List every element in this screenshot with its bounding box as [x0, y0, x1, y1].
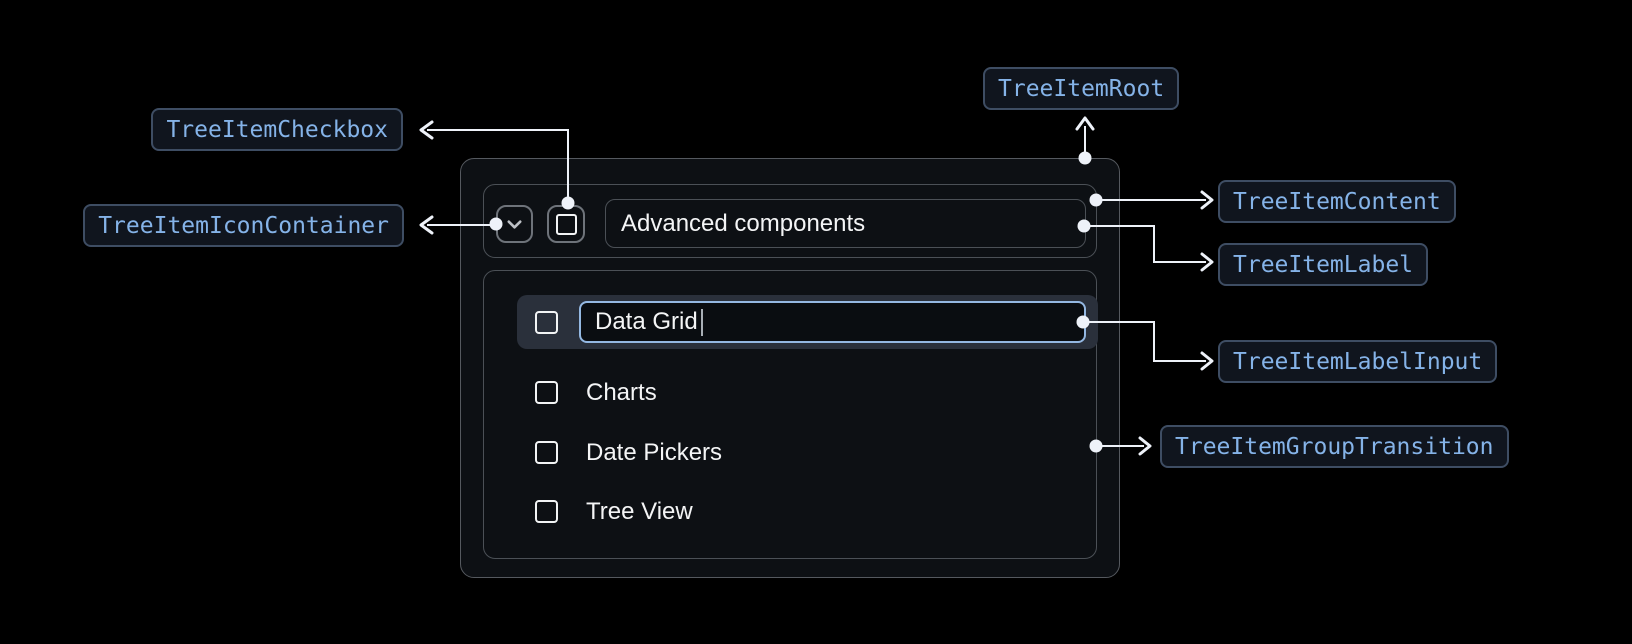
tree-item-root: Advanced components Data Grid Charts Dat…: [460, 158, 1120, 578]
tree-item-row-editing[interactable]: Data Grid: [517, 295, 1098, 349]
annotation-tree-item-group-transition: TreeItemGroupTransition: [1160, 425, 1509, 468]
annotation-tree-item-label-input: TreeItemLabelInput: [1218, 340, 1498, 383]
tree-item-group-transition: Data Grid Charts Date Pickers Tree View: [483, 270, 1098, 559]
checkbox-unchecked-icon[interactable]: [535, 441, 558, 464]
chevron-down-icon: [505, 215, 524, 234]
annotation-tree-item-root: TreeItemRoot: [983, 67, 1180, 110]
checkbox-unchecked-icon[interactable]: [535, 500, 558, 523]
tree-item-content[interactable]: Advanced components: [483, 184, 1097, 258]
arrowhead-left: [419, 120, 434, 140]
arrowhead-up: [1075, 116, 1095, 131]
checkbox-unchecked-icon: [555, 213, 577, 235]
item-label-text: Charts: [586, 378, 657, 406]
tree-item-row[interactable]: Charts: [517, 369, 1098, 416]
annotation-tree-item-checkbox: TreeItemCheckbox: [151, 108, 403, 151]
annotation-tree-item-label: TreeItemLabel: [1218, 243, 1429, 286]
parent-item-label-text: Advanced components: [621, 209, 866, 237]
checkbox-unchecked-icon[interactable]: [535, 310, 558, 334]
arrowhead-right: [1138, 436, 1152, 456]
annotation-tree-item-content: TreeItemContent: [1218, 180, 1456, 223]
text-cursor: [700, 308, 703, 336]
arrowhead-right: [1200, 190, 1214, 210]
tree-item-label-input[interactable]: Data Grid: [579, 301, 1086, 343]
annotation-tree-item-icon-container: TreeItemIconContainer: [83, 204, 404, 247]
tree-item-row[interactable]: Tree View: [517, 488, 1098, 535]
arrowhead-right: [1200, 351, 1214, 371]
label-input-value: Data Grid: [595, 308, 698, 335]
checkbox-unchecked-icon[interactable]: [535, 381, 558, 404]
item-label-text: Tree View: [586, 497, 693, 525]
tree-item-icon-container[interactable]: [496, 205, 533, 243]
arrowhead-left: [419, 215, 434, 235]
tree-item-checkbox[interactable]: [547, 205, 585, 243]
tree-item-row[interactable]: Date Pickers: [517, 429, 1098, 476]
tree-item-label[interactable]: Advanced components: [605, 199, 1086, 248]
arrowhead-right: [1200, 252, 1214, 272]
item-label-text: Date Pickers: [586, 438, 723, 466]
